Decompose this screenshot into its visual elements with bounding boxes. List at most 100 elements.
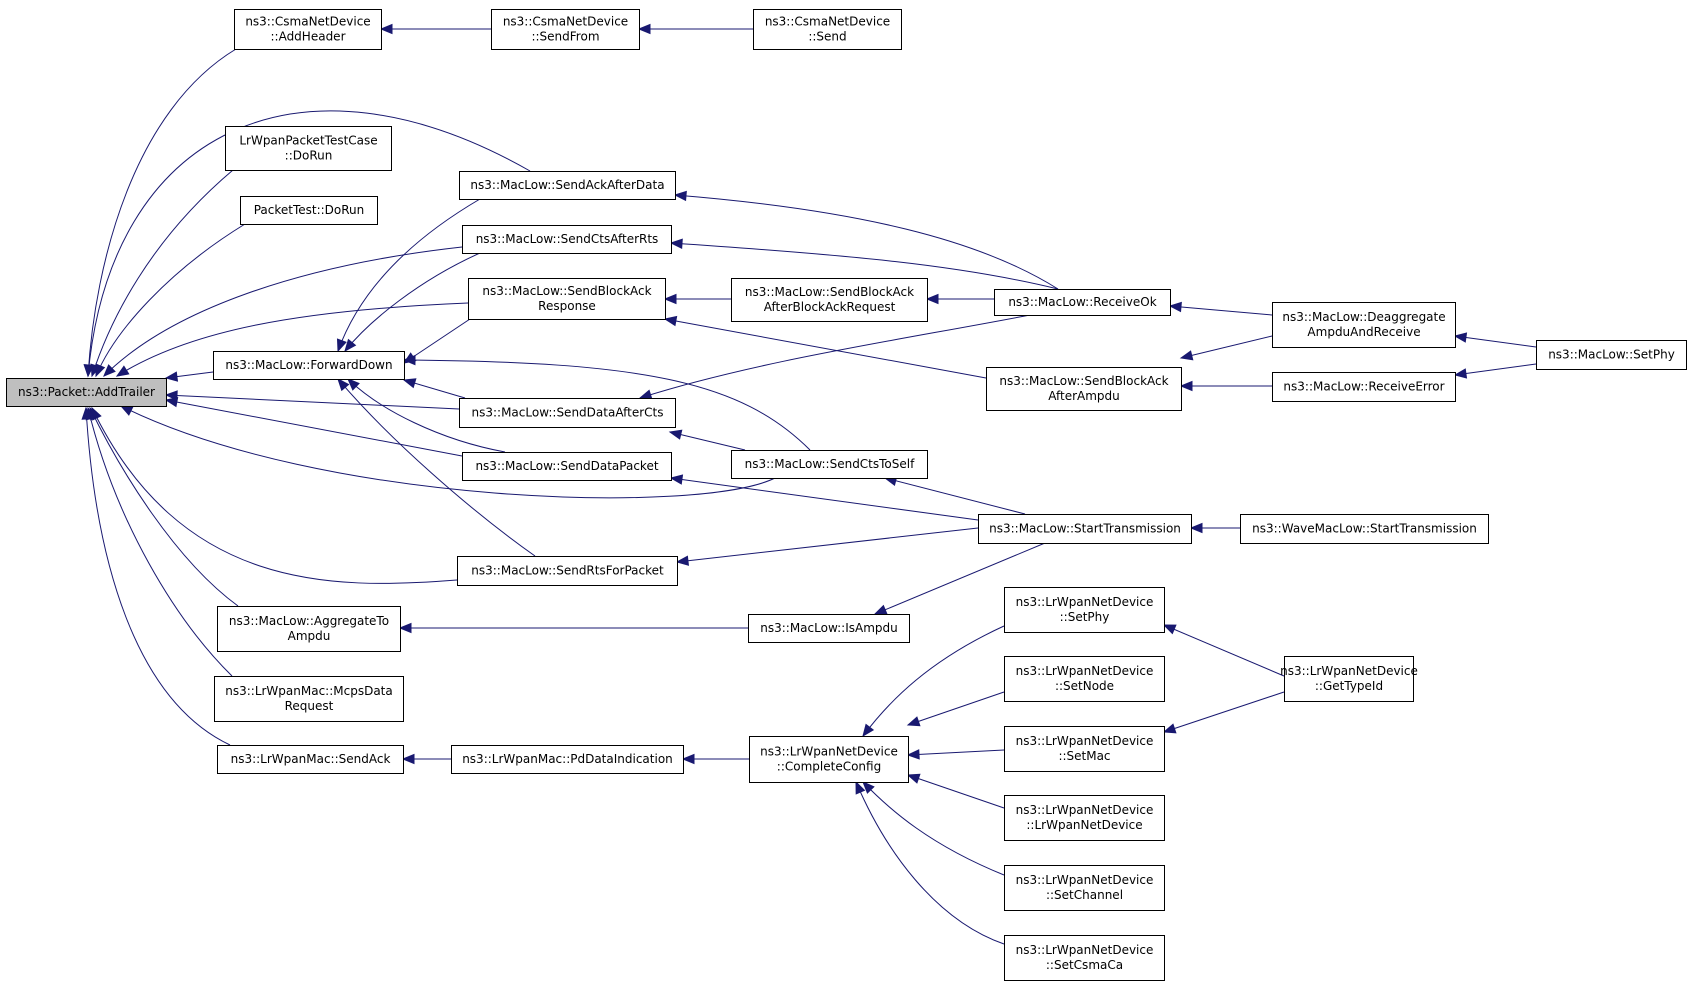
- node-lr-setnode[interactable]: ns3::LrWpanNetDevice::SetNode: [1004, 656, 1165, 702]
- node-label: ns3::MacLow::AggregateTo: [229, 614, 389, 628]
- node-sendackafterdata[interactable]: ns3::MacLow::SendAckAfterData: [459, 171, 676, 200]
- node-sendblockackafterreq[interactable]: ns3::MacLow::SendBlockAckAfterBlockAckRe…: [731, 278, 928, 322]
- node-receiveok[interactable]: ns3::MacLow::ReceiveOk: [994, 289, 1171, 316]
- node-label: ::Send: [808, 30, 846, 44]
- node-box: [994, 289, 1171, 316]
- edge-line: [91, 169, 234, 377]
- node-label: ns3::WaveMacLow::StartTransmission: [1252, 522, 1477, 536]
- node-lr-setchannel[interactable]: ns3::LrWpanNetDevice::SetChannel: [1004, 865, 1165, 911]
- edge-sendackafterdata-to-forwarddown: [336, 198, 481, 353]
- edge-line: [1163, 691, 1285, 733]
- node-label: ns3::MacLow::SendDataPacket: [475, 459, 658, 473]
- edge-sendctsafterrts-to-forwarddown: [344, 252, 481, 353]
- node-lr-setphy[interactable]: ns3::LrWpanNetDevice::SetPhy: [1004, 587, 1165, 633]
- node-label: ns3::MacLow::SendBlockAck: [745, 285, 914, 299]
- node-senddatapacket[interactable]: ns3::MacLow::SendDataPacket: [462, 452, 672, 481]
- node-label: ns3::MacLow::SendCtsAfterRts: [476, 232, 659, 246]
- edge-line: [674, 194, 1059, 290]
- node-label: ns3::CsmaNetDevice: [245, 15, 370, 29]
- edge-lr_setchannel-to-completeconfig: [862, 781, 1005, 876]
- node-packettest-dorun[interactable]: PacketTest::DoRun: [240, 196, 378, 225]
- node-label: ::CompleteConfig: [777, 760, 881, 774]
- edge-isampdu-to-aggregatetoampdu: [398, 622, 748, 634]
- node-sendrtsforpacket[interactable]: ns3::MacLow::SendRtsForPacket: [457, 556, 678, 586]
- node-lr-gettypeid[interactable]: ns3::LrWpanNetDevice::GetTypeId: [1280, 656, 1418, 702]
- edge-line: [1454, 363, 1537, 376]
- arrowhead-icon: [862, 781, 875, 794]
- node-label: ns3::LrWpanNetDevice: [1280, 664, 1418, 678]
- arrowhead-icon: [673, 190, 687, 202]
- node-senddataafterects[interactable]: ns3::MacLow::SendDataAfterCts: [459, 398, 676, 428]
- edge-sendblockackafterreq-to-sendblockackresponse: [663, 293, 731, 305]
- node-box: [6, 378, 167, 407]
- edge-receiveerror-to-sendblockackafterampdu: [1179, 380, 1272, 392]
- node-box: [748, 614, 910, 643]
- node-label: ns3::MacLow::SendBlockAck: [482, 284, 651, 298]
- node-box: [1284, 656, 1414, 702]
- node-box: [234, 9, 382, 50]
- node-csma-addheader[interactable]: ns3::CsmaNetDevice::AddHeader: [234, 9, 382, 50]
- edge-lr_gettypeid-to-lr_setmac: [1162, 691, 1285, 734]
- node-lr-setcsmaca[interactable]: ns3::LrWpanNetDevice::SetCsmaCa: [1004, 935, 1165, 981]
- node-lr-ctor[interactable]: ns3::LrWpanNetDevice::LrWpanNetDevice: [1004, 795, 1165, 841]
- node-box: [1004, 726, 1165, 772]
- node-receiveerror[interactable]: ns3::MacLow::ReceiveError: [1272, 372, 1456, 402]
- node-label: ns3::MacLow::SendBlockAck: [999, 374, 1168, 388]
- arrowhead-icon: [1162, 723, 1177, 734]
- node-box: [1536, 340, 1687, 370]
- arrowhead-icon: [402, 378, 417, 389]
- node-label: ns3::MacLow::Deaggregate: [1282, 310, 1445, 324]
- node-box: [491, 9, 640, 50]
- node-label: ns3::LrWpanNetDevice: [1016, 734, 1154, 748]
- node-csma-send[interactable]: ns3::CsmaNetDevice::Send: [753, 9, 902, 50]
- edge-sendrtsforpacket-to-root: [91, 406, 458, 584]
- edge-line: [907, 749, 1005, 756]
- node-label: ns3::MacLow::ReceiveOk: [1008, 295, 1156, 309]
- call-nodes: ns3::Packet::AddTrailer ns3::CsmaNetDevic…: [6, 9, 1687, 981]
- edge-forwarddown-to-root: [164, 371, 214, 382]
- edge-receiveok-to-senddataafterects: [638, 314, 1031, 400]
- node-label: ::GetTypeId: [1315, 679, 1383, 693]
- edge-sendctstoself-to-root: [119, 405, 776, 499]
- node-root[interactable]: ns3::Packet::AddTrailer: [6, 378, 167, 407]
- node-sendctstoself[interactable]: ns3::MacLow::SendCtsToSelf: [731, 450, 928, 479]
- edge-csma_sendfrom-to-csma_addheader: [379, 23, 491, 35]
- node-csma-sendfrom[interactable]: ns3::CsmaNetDevice::SendFrom: [491, 9, 640, 50]
- node-starttransmission[interactable]: ns3::MacLow::StartTransmission: [978, 514, 1192, 544]
- node-forwarddown[interactable]: ns3::MacLow::ForwardDown: [213, 351, 405, 380]
- node-lr-setmac[interactable]: ns3::LrWpanNetDevice::SetMac: [1004, 726, 1165, 772]
- arrowhead-icon: [379, 23, 393, 35]
- edge-packettest_dorun-to-root: [95, 223, 246, 378]
- node-label: AfterBlockAckRequest: [764, 300, 896, 314]
- edge-line: [1454, 335, 1537, 348]
- node-label: ::SendFrom: [531, 30, 599, 44]
- edge-line: [85, 407, 231, 746]
- node-box: [457, 556, 678, 586]
- edge-line: [862, 781, 1005, 876]
- edge-sendblockackafterampdu-to-sendblockackresponse: [663, 315, 987, 379]
- edge-wave_starttransmission-to-starttransmission: [1189, 522, 1240, 534]
- arrowhead-icon: [1453, 332, 1468, 343]
- arrowhead-icon: [669, 474, 684, 485]
- node-wave-starttransmission[interactable]: ns3::WaveMacLow::StartTransmission: [1240, 514, 1489, 544]
- node-completeconfig[interactable]: ns3::LrWpanNetDevice::CompleteConfig: [749, 736, 909, 783]
- node-setphy-mac[interactable]: ns3::MacLow::SetPhy: [1536, 340, 1687, 370]
- node-label: ns3::LrWpanNetDevice: [1016, 803, 1154, 817]
- node-label: ns3::MacLow::SendCtsToSelf: [745, 457, 915, 471]
- node-isampdu[interactable]: ns3::MacLow::IsAmpdu: [748, 614, 910, 643]
- edge-sendblockackresponse-to-root: [115, 302, 469, 377]
- node-label: Ampdu: [288, 629, 331, 643]
- node-label: ::SetNode: [1055, 679, 1114, 693]
- node-lrwpan-sendack[interactable]: ns3::LrWpanMac::SendAck: [217, 745, 404, 774]
- node-lrwpan-packettest[interactable]: LrWpanPacketTestCase::DoRun: [225, 126, 392, 171]
- arrowhead-icon: [855, 780, 866, 795]
- node-box: [731, 278, 928, 322]
- node-label: ns3::MacLow::SendDataAfterCts: [472, 406, 664, 420]
- node-sendctsafterrts[interactable]: ns3::MacLow::SendCtsAfterRts: [462, 225, 672, 254]
- node-pddataindication[interactable]: ns3::LrWpanMac::PdDataIndication: [451, 745, 684, 774]
